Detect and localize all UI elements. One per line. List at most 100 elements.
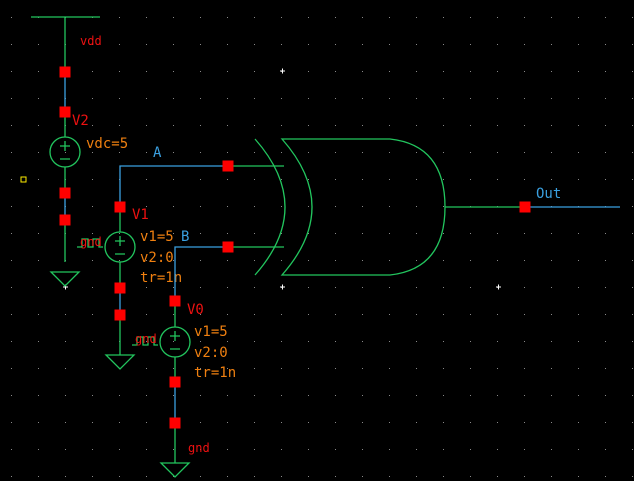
grid-dot <box>578 17 579 18</box>
grid-dot <box>524 98 525 99</box>
grid-dot <box>281 206 282 207</box>
grid-dot <box>443 287 444 288</box>
grid-dot <box>497 98 498 99</box>
pin-terminal[interactable] <box>519 201 531 213</box>
grid-dot <box>200 179 201 180</box>
pin-terminal[interactable] <box>114 309 126 321</box>
grid-dot <box>254 206 255 207</box>
grid-dot <box>308 449 309 450</box>
grid-dot <box>38 71 39 72</box>
grid-dot <box>173 179 174 180</box>
wire-net-a[interactable] <box>119 165 228 207</box>
grid-dot <box>65 314 66 315</box>
grid-dot <box>389 152 390 153</box>
v2-param-vdc: vdc=5 <box>86 136 128 152</box>
grid-dot <box>92 422 93 423</box>
grid-dot <box>308 206 309 207</box>
pin-terminal[interactable] <box>169 376 181 388</box>
grid-dot <box>389 233 390 234</box>
pin-terminal[interactable] <box>169 295 181 307</box>
grid-dot <box>227 44 228 45</box>
xor-extra-arc <box>254 138 286 276</box>
grid-dot <box>11 260 12 261</box>
pin-terminal[interactable] <box>114 282 126 294</box>
grid-dot <box>443 125 444 126</box>
grid-dot <box>11 125 12 126</box>
grid-dot <box>65 449 66 450</box>
grid-dot <box>524 287 525 288</box>
pin-terminal[interactable] <box>59 106 71 118</box>
grid-dot <box>11 314 12 315</box>
grid-dot <box>362 206 363 207</box>
grid-dot <box>146 98 147 99</box>
pin-terminal[interactable] <box>114 201 126 213</box>
grid-dot <box>578 98 579 99</box>
pin-terminal[interactable] <box>222 241 234 253</box>
grid-dot <box>551 314 552 315</box>
grid-dot <box>92 179 93 180</box>
grid-dot <box>11 368 12 369</box>
grid-dot <box>308 98 309 99</box>
v0-source[interactable] <box>132 301 191 478</box>
xor-gate[interactable] <box>228 138 525 276</box>
grid-dot <box>173 98 174 99</box>
grid-dot <box>146 179 147 180</box>
pin-terminal[interactable] <box>59 66 71 78</box>
grid-dot <box>443 233 444 234</box>
grid-dot <box>146 287 147 288</box>
grid-dot <box>227 17 228 18</box>
grid-dot <box>173 125 174 126</box>
grid-dot <box>146 368 147 369</box>
grid-dot <box>92 395 93 396</box>
grid-dot <box>335 476 336 477</box>
grid-dot <box>416 233 417 234</box>
grid-dot <box>146 17 147 18</box>
grid-dot <box>578 449 579 450</box>
grid-dot <box>173 17 174 18</box>
grid-dot <box>443 179 444 180</box>
grid-dot <box>119 260 120 261</box>
grid-dot <box>173 71 174 72</box>
grid-dot <box>470 449 471 450</box>
grid-dot <box>524 71 525 72</box>
grid-dot <box>38 152 39 153</box>
grid-dot <box>335 17 336 18</box>
v1-name: V1 <box>132 207 149 223</box>
vdd-symbol[interactable] <box>31 16 100 72</box>
gnd-label: gnd <box>188 441 210 455</box>
grid-dot <box>146 71 147 72</box>
grid-dot <box>605 368 606 369</box>
grid-dot <box>551 125 552 126</box>
pin-terminal[interactable] <box>222 160 234 172</box>
grid-dot <box>497 260 498 261</box>
grid-dot <box>254 179 255 180</box>
grid-dot <box>605 71 606 72</box>
grid-dot <box>362 98 363 99</box>
v0-param-v1: v1=5 <box>194 324 228 340</box>
grid-dot <box>146 44 147 45</box>
grid-dot <box>11 152 12 153</box>
pin-terminal[interactable] <box>169 417 181 429</box>
grid-dot <box>362 287 363 288</box>
grid-dot <box>227 260 228 261</box>
grid-dot <box>605 287 606 288</box>
grid-dot <box>362 152 363 153</box>
grid-dot <box>362 179 363 180</box>
grid-dot <box>281 449 282 450</box>
grid-dot <box>119 395 120 396</box>
grid-dot <box>551 287 552 288</box>
wire-net-b[interactable] <box>174 246 228 301</box>
grid-dot <box>578 233 579 234</box>
pin-terminal[interactable] <box>59 214 71 226</box>
grid-dot <box>578 125 579 126</box>
v1-source[interactable] <box>77 207 136 370</box>
pin-terminal[interactable] <box>59 187 71 199</box>
grid-dot <box>119 449 120 450</box>
grid-dot <box>227 395 228 396</box>
grid-dot <box>227 449 228 450</box>
selection-handle[interactable] <box>20 176 27 183</box>
grid-dot <box>443 152 444 153</box>
grid-dot <box>65 152 66 153</box>
grid-dot <box>524 260 525 261</box>
